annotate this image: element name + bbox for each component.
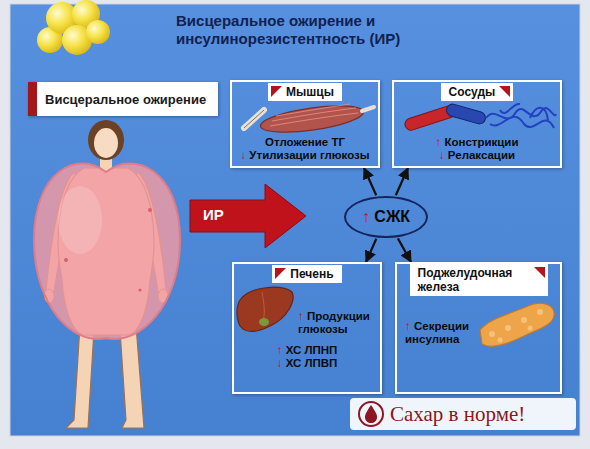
fat-droplets: [37, 0, 110, 55]
header-wrap: Печень: [234, 264, 380, 283]
node-text: Висцеральное ожирение: [45, 92, 206, 107]
organ-box: Поджелудочная железа ↑ Секреции инсулина: [395, 262, 562, 394]
watermark: Сахар в норме!: [390, 402, 525, 427]
woman-figure: [34, 120, 180, 428]
box-text: ↓ Релаксации: [394, 149, 560, 162]
organ-box: Печень ↑ Продукции глюкозы ↑ ХС ЛПНП↓ ХС Л…: [232, 262, 382, 394]
box-text: ↑ Продукции глюкозы: [298, 310, 378, 336]
header-wrap: Поджелудочная железа: [397, 264, 560, 296]
box-header: Мышцы: [268, 83, 342, 101]
connector-arrow: [366, 239, 376, 262]
center-ellipse: ↑ СЖК: [344, 196, 428, 238]
connector-arrow: [398, 238, 411, 262]
diagram-title: Висцеральное ожирение и инсулинорезистен…: [176, 12, 438, 48]
connector-arrow: [364, 168, 376, 195]
ir-arrow: [190, 184, 306, 248]
box-text: Отложение ТГ: [232, 136, 378, 149]
muscle-picture: [244, 101, 374, 137]
watermark-logo: [359, 402, 383, 426]
box-text: ↓ Утилизации глюкозы: [232, 149, 378, 162]
watermark-backdrop: [350, 398, 576, 430]
box-header: Сосуды: [441, 83, 514, 101]
label-box: Висцеральное ожирение: [28, 82, 218, 116]
box-header: Поджелудочная железа: [410, 264, 548, 296]
node-text: ↑ СЖК: [362, 208, 410, 226]
vessels-picture: [403, 103, 556, 132]
organ-box: МышцыОтложение ТГ↓ Утилизации глюкозы: [230, 80, 380, 168]
box-text: ↑ ХС ЛПНП: [234, 344, 380, 357]
header-wrap: Мышцы: [232, 82, 378, 101]
arrow-label: ИР: [203, 206, 224, 223]
organ-box: Сосуды ↑ Констрикции↓ Релаксации: [392, 80, 562, 168]
connector-arrow: [396, 168, 408, 195]
liver-picture: [237, 287, 293, 331]
box-text: ↓ ХС ЛПВП: [234, 357, 380, 370]
box-header: Печень: [272, 265, 341, 283]
box-text: ↑ Секреции инсулина: [405, 320, 485, 346]
box-text: ↑ Констрикции: [394, 136, 560, 149]
pancreas-picture: [480, 303, 554, 346]
header-wrap: Сосуды: [394, 82, 560, 101]
